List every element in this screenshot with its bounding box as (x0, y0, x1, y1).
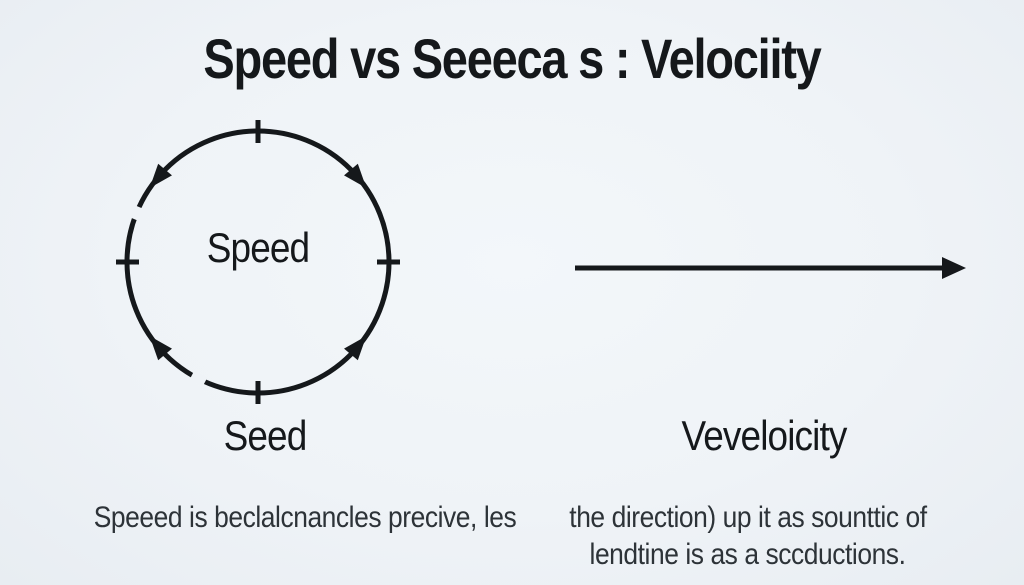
circle-center-label: Speed (206, 224, 310, 271)
circle-gap-upper-left (129, 205, 144, 221)
right-arrow-icon (575, 257, 966, 279)
footer-caption-right: the direction) up it as sounttic of lend… (569, 499, 927, 573)
circle-caption: Seed (223, 412, 308, 459)
page-title: Speed vs Seeeca s : Velociity (203, 27, 821, 90)
arrowhead-upper-left (149, 163, 172, 188)
circle-arrowheads (149, 163, 367, 361)
arrow-head (942, 257, 966, 279)
arrowhead-lower-left (149, 336, 172, 361)
arrowhead-lower-right (344, 336, 367, 361)
arrow-caption: Veveloicity (681, 412, 848, 459)
circular-motion-figure: Speed (108, 112, 408, 412)
footer-caption-right-line1: the direction) up it as sounttic of (569, 501, 927, 534)
arrowhead-upper-right (344, 163, 367, 188)
circle-gap-lower-left (189, 371, 208, 386)
footer-caption-left: Speeed is beclalcnancles precive, les (93, 501, 517, 534)
footer-caption-right-line2: lendtine is as a sccductions. (589, 538, 906, 571)
circular-motion-icon (116, 120, 400, 404)
tick-marks (116, 120, 400, 404)
